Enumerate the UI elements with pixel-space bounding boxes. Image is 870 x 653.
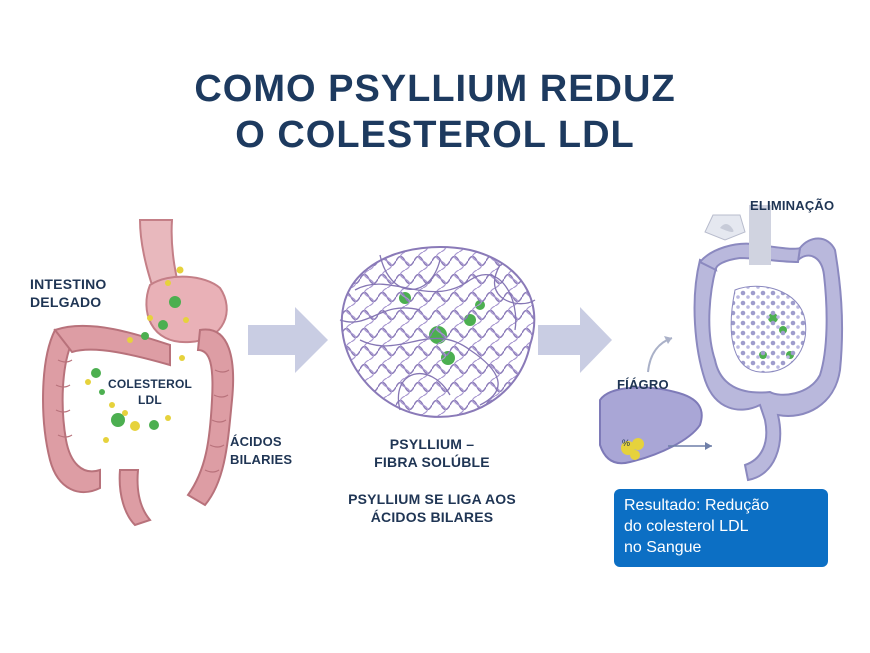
bile-acid-particles <box>85 266 189 443</box>
liver-illustration <box>599 386 703 465</box>
large-intestine-illustration <box>693 205 844 482</box>
psyllium-fiber-mesh <box>339 246 536 418</box>
percent-marker: % <box>622 438 631 448</box>
process-arrow-1 <box>248 307 328 373</box>
liver-label: FÍÁGRO <box>617 377 669 392</box>
process-arrow-2 <box>538 307 612 373</box>
bile-acids-label: ÁCIDOS BILARIES <box>230 434 293 467</box>
ldl-label: COLESTEROL LDL <box>108 377 193 407</box>
psyllium-label: PSYLLIUM – FIBRA SOLÚBLE <box>374 436 490 470</box>
result-callout: Resultado: Redução do colesterol LDL no … <box>614 489 828 567</box>
small-intestine-illustration <box>42 219 235 527</box>
title-line-1: COMO PSYLLIUM REDUZ <box>194 68 676 110</box>
binding-caption: PSYLLIUM SE LIGA AOS ÁCIDOS BILARES <box>348 491 516 525</box>
elimination-label: ELIMINAÇÃO <box>750 198 835 213</box>
small-intestine-label: INTESTINO DELGADO <box>30 276 107 310</box>
title-line-2: O COLESTEROL LDL <box>235 114 635 156</box>
page-title: COMO PSYLLIUM REDUZ O COLESTEROL LDL <box>0 66 870 158</box>
